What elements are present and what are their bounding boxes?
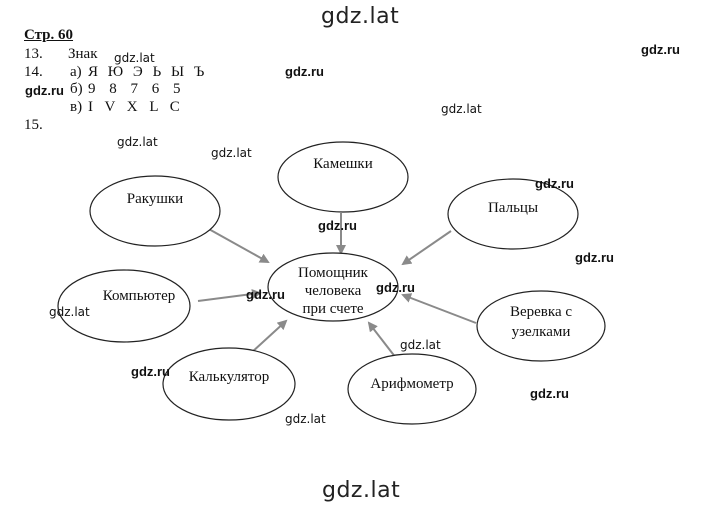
watermark-lat: gdz.lat [441, 102, 482, 116]
exercise-13-text: Знак [68, 46, 98, 62]
node-kompyuter [57, 269, 191, 343]
node-kompyuter-label: Компьютер [103, 288, 176, 304]
node-kalkulyator-label: Калькулятор [189, 369, 270, 385]
watermark-ru: gdz.ru [246, 287, 285, 302]
watermark-ru: gdz.ru [575, 250, 614, 265]
node-verevka-label-line-2: узелками [512, 324, 571, 340]
node-kameshki-label: Камешки [313, 156, 372, 172]
node-arifmometr [347, 353, 477, 425]
watermark-lat: gdz.lat [117, 135, 158, 149]
watermark-lat: gdz.lat [114, 51, 155, 65]
watermark-lat: gdz.lat [400, 338, 441, 352]
node-verevka-label-line-1: Веревка с [510, 304, 572, 320]
exercise-14b-label: б) [70, 81, 83, 97]
center-label-line-1: Помощник [298, 265, 369, 281]
watermark-ru: gdz.ru [285, 64, 324, 79]
watermark-ru: gdz.ru [535, 176, 574, 191]
exercise-13-num: 13. [24, 46, 43, 62]
watermark-ru: gdz.ru [641, 42, 680, 57]
center-node [267, 252, 399, 322]
node-rakushki [89, 175, 221, 247]
watermark-lat: gdz.lat [285, 412, 326, 426]
watermark-ru: gdz.ru [318, 218, 357, 233]
watermark-bottom: gdz.lat [322, 478, 401, 503]
node-kameshki [277, 141, 409, 213]
arrow-verevka [401, 293, 477, 324]
exercise-14c-text: I V X L C [88, 99, 180, 115]
node-rakushki-label: Ракушки [127, 191, 183, 207]
watermark-ru: gdz.ru [376, 280, 415, 295]
node-kalkulyator [162, 347, 296, 421]
exercise-14c-label: в) [70, 99, 83, 115]
watermark-lat: gdz.lat [49, 305, 90, 319]
watermark-top: gdz.lat [321, 4, 400, 29]
node-arifmometr-label: Арифмометр [370, 376, 453, 392]
exercise-14-num: 14. [24, 64, 43, 80]
node-paltsy-label: Пальцы [488, 200, 538, 216]
arrow-paltsy [401, 230, 452, 266]
arrow-kalkulyator [250, 319, 288, 354]
center-label-line-2: человека [305, 283, 362, 299]
exercise-14a-label: а) [70, 64, 82, 80]
exercise-14a-text: Я Ю Э Ь Ы Ъ [88, 64, 205, 80]
exercise-15-num: 15. [24, 117, 43, 133]
watermark-lat: gdz.lat [211, 146, 252, 160]
exercise-14b-text: 9 8 7 6 5 [88, 81, 181, 97]
center-label-line-3: при счете [302, 301, 363, 317]
node-verevka [476, 290, 606, 362]
watermark-ru: gdz.ru [131, 364, 170, 379]
arrow-rakushki [206, 227, 270, 263]
watermark-ru: gdz.ru [25, 83, 64, 98]
node-paltsy [447, 178, 579, 250]
arrow-arifmometr [367, 321, 397, 359]
watermark-ru: gdz.ru [530, 386, 569, 401]
page-ref: Стр. 60 [24, 27, 74, 43]
arrow-kompyuter [197, 289, 262, 302]
